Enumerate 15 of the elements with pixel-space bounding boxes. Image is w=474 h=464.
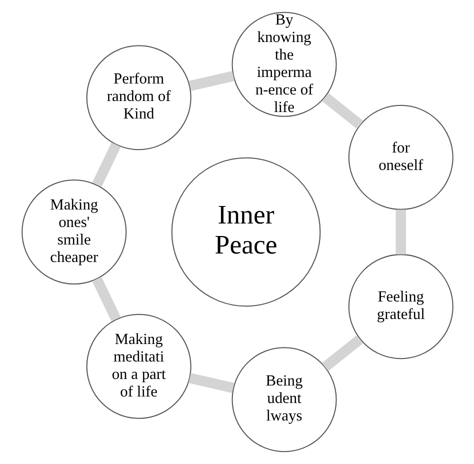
node-circle: for oneself [348,104,453,210]
node-circle: Inner Peace [170,157,320,307]
connector [321,335,363,372]
connector [395,210,406,254]
node-circle: Making meditati on a part of life [86,314,191,419]
node-circle: Feeling grateful [348,254,453,360]
connector [92,142,120,188]
connector [188,372,234,393]
node-circle: By knowing the imperma n-ence of life [231,12,336,117]
connector [322,93,363,129]
node-circle: Being udent lways [231,347,336,452]
node-circle: Making ones' smile cheaper [21,179,126,284]
connector [188,71,234,91]
connector [92,276,120,322]
node-circle: Perform random of Kind [86,45,191,150]
